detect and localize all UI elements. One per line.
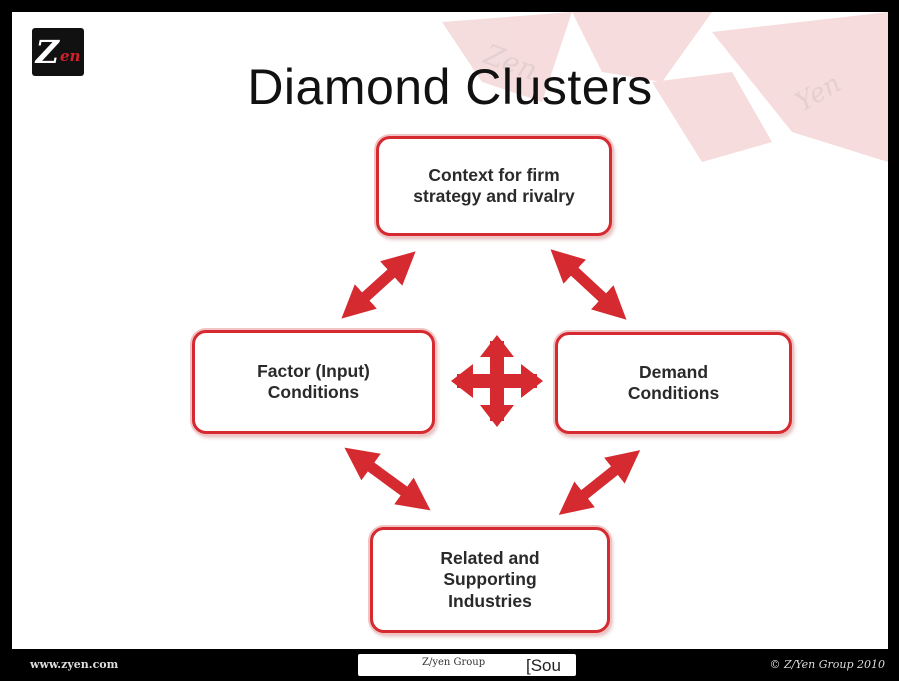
arrow-bottom-right	[558, 450, 641, 515]
arrow-top-right	[550, 249, 627, 320]
logo-letter: Z	[35, 33, 59, 71]
footer-copyright: © Z/Yen Group 2010	[769, 658, 885, 671]
footer-bar: www.zyen.com Z/yen Group [Sou © Z/Yen Gr…	[0, 649, 899, 681]
box-demand-conditions: Demand Conditions	[555, 332, 792, 434]
box-factor-conditions: Factor (Input) Conditions	[192, 330, 435, 434]
footer-source-text: [Sou	[526, 656, 561, 675]
footer-url: www.zyen.com	[30, 658, 119, 671]
box-context-firm-strategy: Context for firm strategy and rivalry	[376, 136, 612, 236]
diagram-arrows	[341, 249, 641, 515]
box-related-supporting-industries: Related and Supporting Industries	[370, 527, 610, 633]
center-cross-arrow	[451, 335, 543, 427]
box-left-label: Factor (Input) Conditions	[257, 360, 370, 402]
logo-suffix: en	[59, 47, 81, 65]
box-top-label: Context for firm strategy and rivalry	[413, 164, 575, 206]
arrow-top-left	[341, 251, 416, 319]
box-bottom-label: Related and Supporting Industries	[440, 547, 540, 611]
watermark-background: Zen Yen	[442, 12, 888, 162]
page-title: Diamond Clusters	[247, 59, 653, 115]
footer-group-name: Z/yen Group	[422, 657, 486, 668]
box-right-label: Demand Conditions	[627, 361, 720, 403]
footer-center-box: Z/yen Group [Sou	[358, 654, 576, 676]
arrow-bottom-left	[344, 447, 431, 511]
